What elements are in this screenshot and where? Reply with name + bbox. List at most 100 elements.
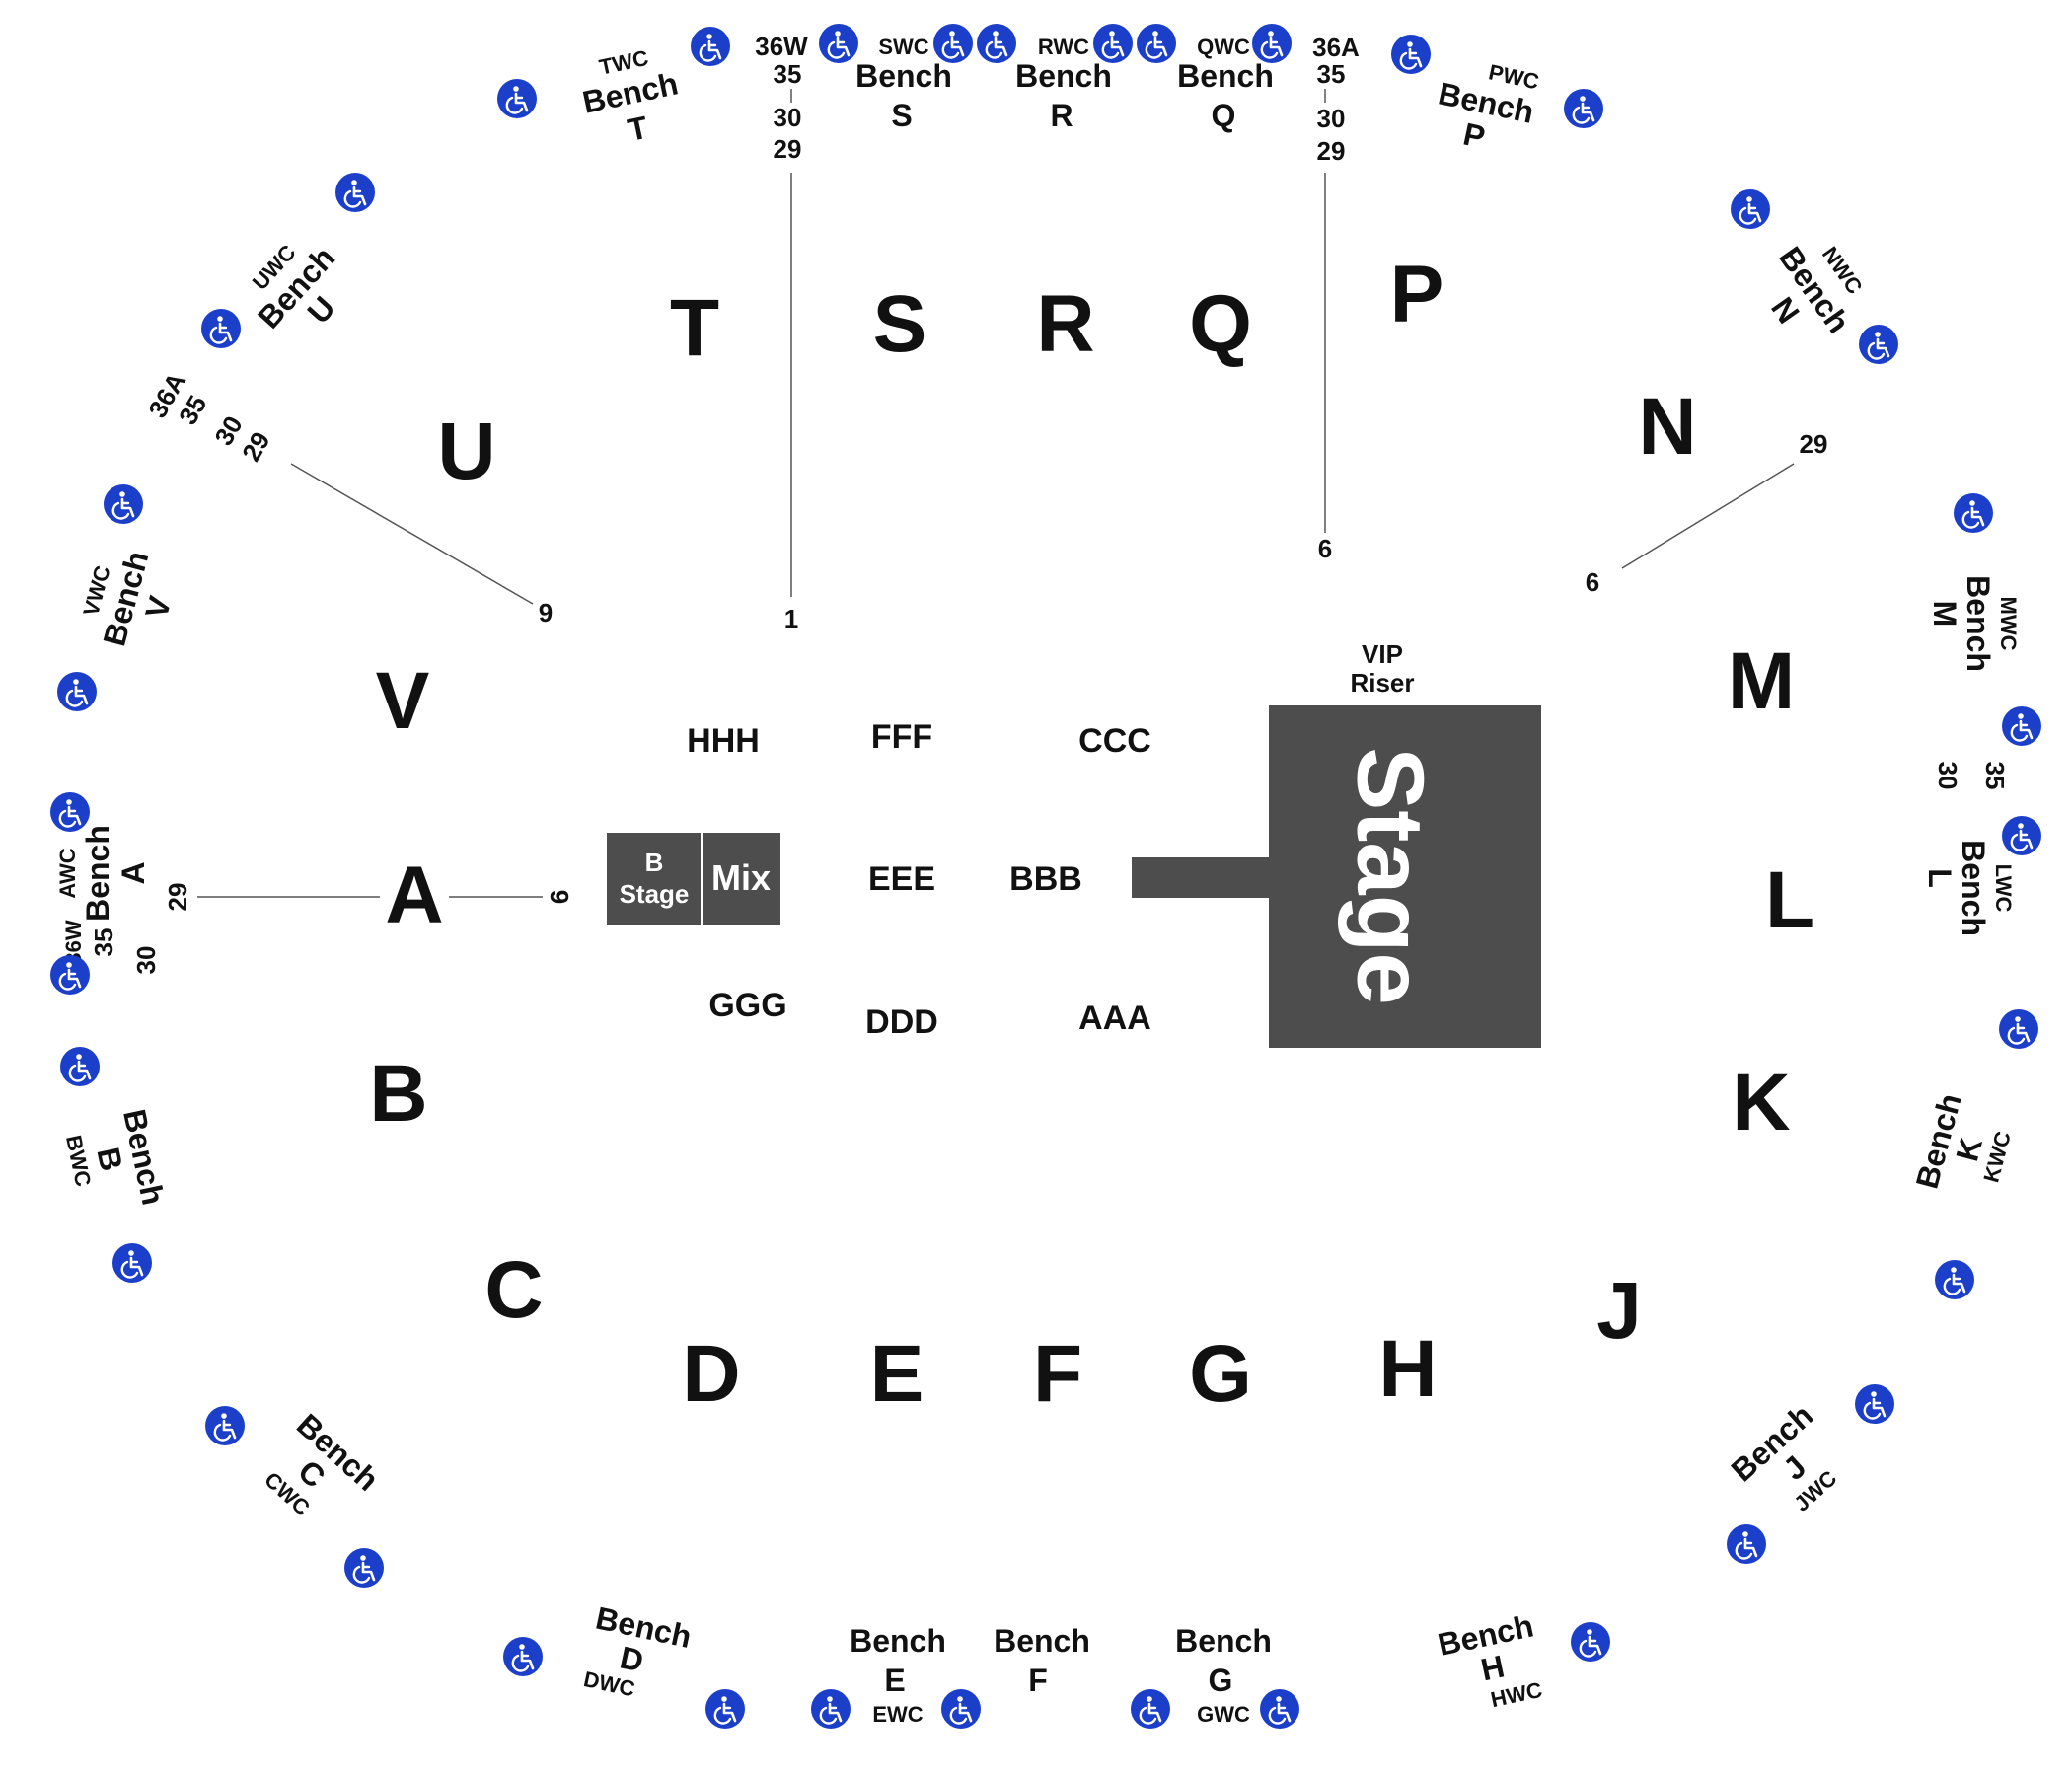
bench-l-letter: L bbox=[1922, 868, 1958, 888]
wheelchair-icon bbox=[2000, 704, 2043, 748]
bench-g[interactable]: Bench G GWC bbox=[1175, 1623, 1272, 1727]
mix-position bbox=[703, 833, 780, 925]
section-h[interactable]: H bbox=[1378, 1324, 1437, 1414]
row-label-29-topright: 29 bbox=[1317, 136, 1346, 166]
section-d[interactable]: D bbox=[682, 1329, 740, 1419]
bench-f-letter: F bbox=[1028, 1663, 1048, 1698]
wheelchair-icon bbox=[1997, 1007, 2040, 1051]
bench-e-letter: E bbox=[884, 1663, 905, 1698]
wheelchair-icon bbox=[102, 482, 145, 526]
row-label-36w-top: 36W bbox=[755, 32, 808, 61]
bench-r[interactable]: RWC Bench R bbox=[1015, 35, 1112, 133]
bench-t[interactable]: TWC Bench T bbox=[574, 40, 689, 156]
row-label-35-a: 35 bbox=[89, 928, 118, 957]
bench-p-letter: P bbox=[1460, 116, 1488, 156]
floor-ddd[interactable]: DDD bbox=[865, 1003, 938, 1041]
section-b[interactable]: B bbox=[369, 1049, 427, 1139]
wheelchair-icon bbox=[975, 22, 1018, 65]
bench-s-letter: S bbox=[891, 98, 912, 133]
section-j[interactable]: J bbox=[1596, 1266, 1642, 1356]
bench-g-letter: G bbox=[1209, 1663, 1233, 1698]
row-label-36a-top: 36A bbox=[1312, 33, 1360, 62]
bench-q-letter: Q bbox=[1212, 98, 1236, 133]
stage-label: Stage bbox=[1338, 747, 1443, 1004]
bench-f-word: Bench bbox=[994, 1623, 1090, 1659]
row-label-9-a: 9 bbox=[545, 890, 574, 904]
wheelchair-icon bbox=[48, 790, 92, 834]
section-g[interactable]: G bbox=[1189, 1329, 1252, 1419]
section-n[interactable]: N bbox=[1638, 382, 1696, 472]
b-stage-line2: Stage bbox=[620, 879, 690, 909]
bench-r-wc: RWC bbox=[1038, 35, 1089, 59]
mix-label: Mix bbox=[711, 857, 771, 898]
row-label-35-top: 35 bbox=[774, 59, 802, 89]
section-e[interactable]: E bbox=[870, 1329, 925, 1419]
section-a[interactable]: A bbox=[385, 851, 443, 940]
bench-f[interactable]: Bench F bbox=[994, 1623, 1090, 1698]
bench-p[interactable]: PWC Bench P bbox=[1428, 50, 1542, 164]
bench-m[interactable]: MWC Bench M bbox=[1927, 575, 2021, 672]
section-l[interactable]: L bbox=[1765, 855, 1814, 945]
bench-s-word: Bench bbox=[855, 58, 952, 94]
row-label-1: 1 bbox=[784, 604, 798, 633]
row-label-30-topright: 30 bbox=[1317, 104, 1346, 133]
floor-hhh[interactable]: HHH bbox=[687, 722, 760, 760]
floor-fff[interactable]: FFF bbox=[871, 718, 932, 756]
wheelchair-icon bbox=[1258, 1687, 1301, 1731]
section-k[interactable]: K bbox=[1732, 1058, 1790, 1147]
section-c[interactable]: C bbox=[484, 1245, 543, 1335]
bench-h[interactable]: Bench H HWC bbox=[1435, 1607, 1549, 1720]
bench-b[interactable]: Bench B BWC bbox=[58, 1106, 172, 1221]
bench-r-word: Bench bbox=[1015, 58, 1112, 94]
row-label-29-n: 29 bbox=[1800, 429, 1828, 459]
section-f[interactable]: F bbox=[1033, 1329, 1082, 1419]
bench-v-letter: V bbox=[138, 592, 178, 623]
bench-u[interactable]: UWC Bench U bbox=[233, 223, 367, 357]
bench-v[interactable]: VWC Bench V bbox=[72, 541, 187, 658]
bench-e[interactable]: Bench E EWC bbox=[850, 1623, 946, 1727]
bench-l-word: Bench bbox=[1956, 840, 1991, 936]
section-q[interactable]: Q bbox=[1189, 279, 1252, 369]
section-v[interactable]: V bbox=[376, 656, 430, 746]
wheelchair-icon bbox=[1857, 323, 1900, 366]
bench-s[interactable]: SWC Bench S bbox=[855, 35, 952, 133]
bench-l[interactable]: LWC Bench L bbox=[1922, 840, 2016, 936]
bench-a-letter: A bbox=[115, 861, 151, 884]
bench-q-wc: QWC bbox=[1197, 35, 1250, 59]
wheelchair-icon bbox=[203, 1404, 247, 1447]
floor-eee[interactable]: EEE bbox=[868, 860, 935, 898]
wheelchair-icon bbox=[2000, 814, 2043, 857]
bench-a[interactable]: AWC Bench A bbox=[55, 825, 151, 922]
bench-q[interactable]: QWC Bench Q bbox=[1177, 35, 1274, 133]
floor-bbb[interactable]: BBB bbox=[1009, 860, 1082, 898]
floor-ggg[interactable]: GGG bbox=[708, 987, 786, 1024]
section-t[interactable]: T bbox=[670, 283, 719, 373]
floor-aaa[interactable]: AAA bbox=[1078, 999, 1151, 1037]
wheelchair-icon bbox=[1933, 1258, 1976, 1301]
main-stage[interactable] bbox=[1269, 705, 1541, 1048]
row-label-29-a: 29 bbox=[163, 883, 192, 912]
wheelchair-icon bbox=[333, 171, 377, 214]
b-stage-line1: B bbox=[645, 848, 664, 877]
section-u[interactable]: U bbox=[437, 407, 495, 496]
row-label-30-a: 30 bbox=[131, 946, 161, 975]
wheelchair-icon bbox=[1091, 22, 1135, 65]
bench-c[interactable]: Bench C CWC bbox=[251, 1407, 386, 1542]
stage-runway bbox=[1132, 857, 1270, 898]
floor-ccc[interactable]: CCC bbox=[1078, 722, 1151, 760]
row-label-6-p: 6 bbox=[1318, 534, 1332, 563]
b-stage[interactable] bbox=[607, 833, 701, 925]
bench-j[interactable]: Bench J JWC bbox=[1725, 1397, 1860, 1532]
wheelchair-icon bbox=[1569, 1620, 1612, 1664]
bench-k[interactable]: Bench K KWC bbox=[1909, 1090, 2022, 1207]
bench-m-word: Bench bbox=[1961, 575, 1996, 672]
bench-d[interactable]: Bench D DWC bbox=[581, 1599, 695, 1710]
row-label-30-top: 30 bbox=[774, 103, 802, 132]
section-s[interactable]: S bbox=[873, 279, 927, 369]
section-p[interactable]: P bbox=[1390, 250, 1444, 339]
section-m[interactable]: M bbox=[1728, 636, 1795, 726]
section-r[interactable]: R bbox=[1036, 279, 1094, 369]
wheelchair-icon bbox=[809, 1687, 852, 1731]
row-label-35-l: 35 bbox=[1980, 762, 2010, 790]
row-label-6-n: 6 bbox=[1586, 567, 1599, 597]
